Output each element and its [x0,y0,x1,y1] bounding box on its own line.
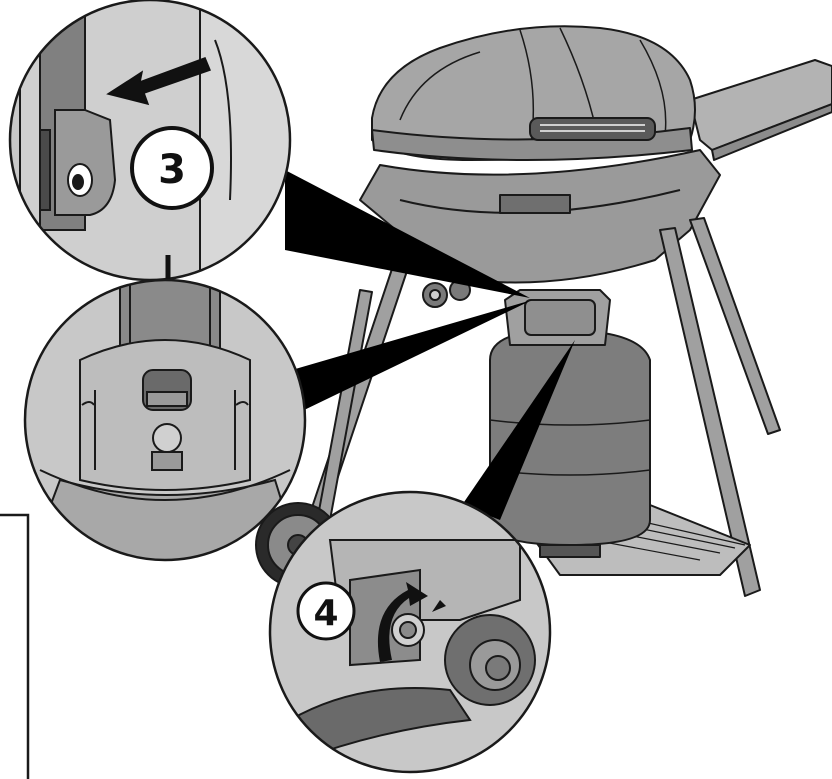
step-4-number: 4 [313,593,338,634]
rear-leg [318,290,372,520]
propane-tank [490,290,650,557]
page-bracket [0,515,28,779]
zoom-circle-tank-valve [25,270,305,560]
zoom-circle-step-3: 3 [10,0,290,280]
step-3-number: 3 [158,147,186,193]
zoom-circle-step-4: 4 [270,492,550,772]
lid-handle [530,118,655,140]
